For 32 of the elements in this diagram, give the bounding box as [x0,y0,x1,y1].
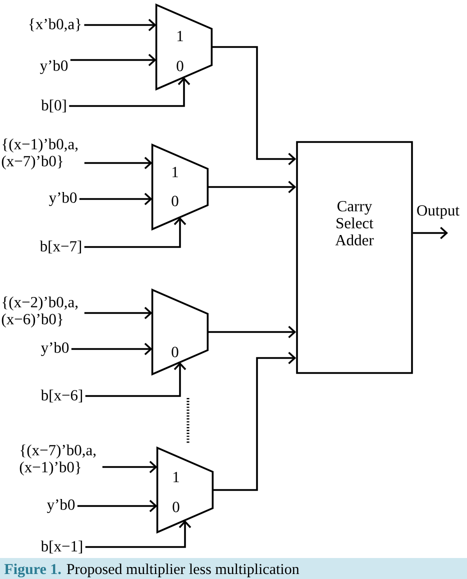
arrow [84,156,152,170]
signal-label: b[0] [41,100,66,112]
signal-label: b[x−6] [40,390,82,402]
signal-label: {(x−1)’b0,a, (x−7)’b0} [2,138,78,170]
arrow [84,217,186,248]
arrow [79,192,152,206]
signal-label: y’b0 [40,60,68,74]
arrow [70,54,156,66]
arrow [412,226,448,240]
signal-label: y’b0 [48,192,77,206]
arrow [85,520,192,548]
adder-box: Carry Select Adder [296,141,413,374]
arrow [84,18,156,32]
signal-label: {(x−2)’b0,a, (x−6)’b0} [2,296,78,328]
arrow [69,77,190,107]
caption: Figure 1. Proposed multiplier less multiplication [0,558,467,579]
edge-label: Output [417,205,460,219]
arrow [212,352,296,491]
arrow [85,362,186,397]
arrow [84,306,152,320]
signal-label: b[x−7] [40,240,81,254]
signal-label: {x’b0,a} [29,18,81,32]
arrow [208,326,296,338]
arrow [212,46,296,166]
signal-label: {(x−7)’b0,a, (x−1)’b0} [20,444,96,476]
arrow [208,180,296,194]
signal-label: y’b0 [40,342,69,356]
signal-label: y’b0 [46,498,75,514]
signal-label: b[x−1] [40,540,82,554]
arrow [77,500,158,512]
arrow [71,342,152,356]
arrow [102,460,158,474]
